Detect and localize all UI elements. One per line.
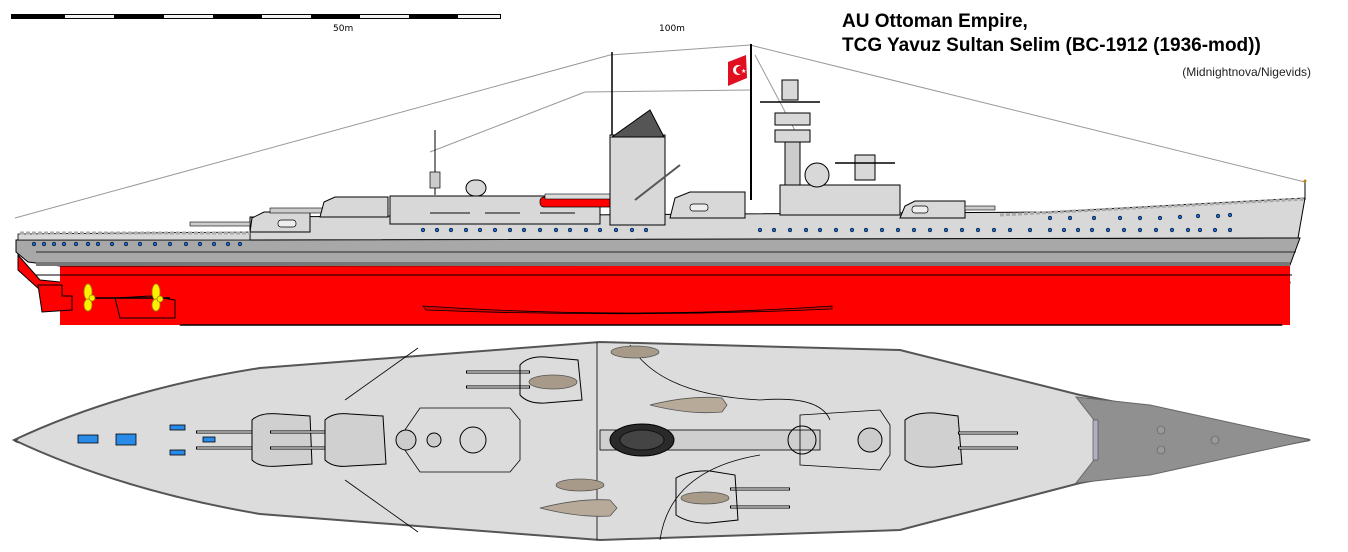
scale-segment <box>360 15 409 18</box>
turret-aft-upper <box>269 196 389 218</box>
forecastle-dark <box>1074 396 1311 484</box>
forward-tower <box>750 44 901 216</box>
turret-plan-forward <box>904 412 1018 468</box>
scale-segment <box>458 15 500 18</box>
scale-segment <box>65 15 114 18</box>
turret-aft-lower <box>189 211 311 233</box>
scale-segment <box>164 15 213 18</box>
skeg <box>114 295 176 319</box>
forward-superstructure-plan <box>787 409 891 471</box>
turret-plan-aft-2 <box>270 413 387 467</box>
funnel <box>609 52 666 226</box>
turret-mid <box>669 191 746 219</box>
hull-red-main <box>60 265 1290 325</box>
scale-segment <box>262 15 311 18</box>
rudder <box>37 284 73 313</box>
top-plan-view: < <box>11 340 1311 542</box>
portholes <box>31 212 1233 247</box>
title-line-2: TCG Yavuz Sultan Selim (BC-1912 (1936-mo… <box>842 35 1261 56</box>
stern-tip: < <box>14 437 19 446</box>
anchor-chain-icon <box>1156 425 1220 455</box>
turkish-flag-icon: ★ <box>728 55 747 86</box>
turret-plan-mid-lower <box>675 470 790 524</box>
propeller-icon <box>151 283 164 312</box>
bilge-keel <box>422 305 833 315</box>
rangefinder-dome <box>465 179 487 197</box>
rigging-lines <box>14 44 1306 219</box>
ship-boats <box>528 345 730 517</box>
aft-superstructure-plan <box>397 407 521 473</box>
turret-plan-aft-1 <box>196 413 313 467</box>
ship-title: AU Ottoman Empire, TCG Yavuz Sultan Seli… <box>842 10 1261 58</box>
title-line-1: AU Ottoman Empire, <box>842 11 1028 32</box>
crane <box>634 164 681 201</box>
funnel-plan <box>599 423 821 457</box>
turret-forward <box>899 200 996 219</box>
stern-hatches <box>77 424 216 456</box>
svg-text:★: ★ <box>741 68 746 75</box>
deck-railing <box>999 197 1306 217</box>
side-profile-view: ★ <box>14 44 1307 326</box>
turret-plan-mid-upper <box>466 356 583 404</box>
propeller-icon <box>83 283 96 312</box>
scale-bar <box>11 14 501 19</box>
rangefinder-plan <box>459 426 487 454</box>
aft-director-plan <box>395 429 417 451</box>
scale-label-50m: 50m <box>333 24 354 34</box>
author-credit: (Midnightnova/Nigevids) <box>1182 65 1311 79</box>
scale-label-100m: 100m <box>659 24 685 34</box>
